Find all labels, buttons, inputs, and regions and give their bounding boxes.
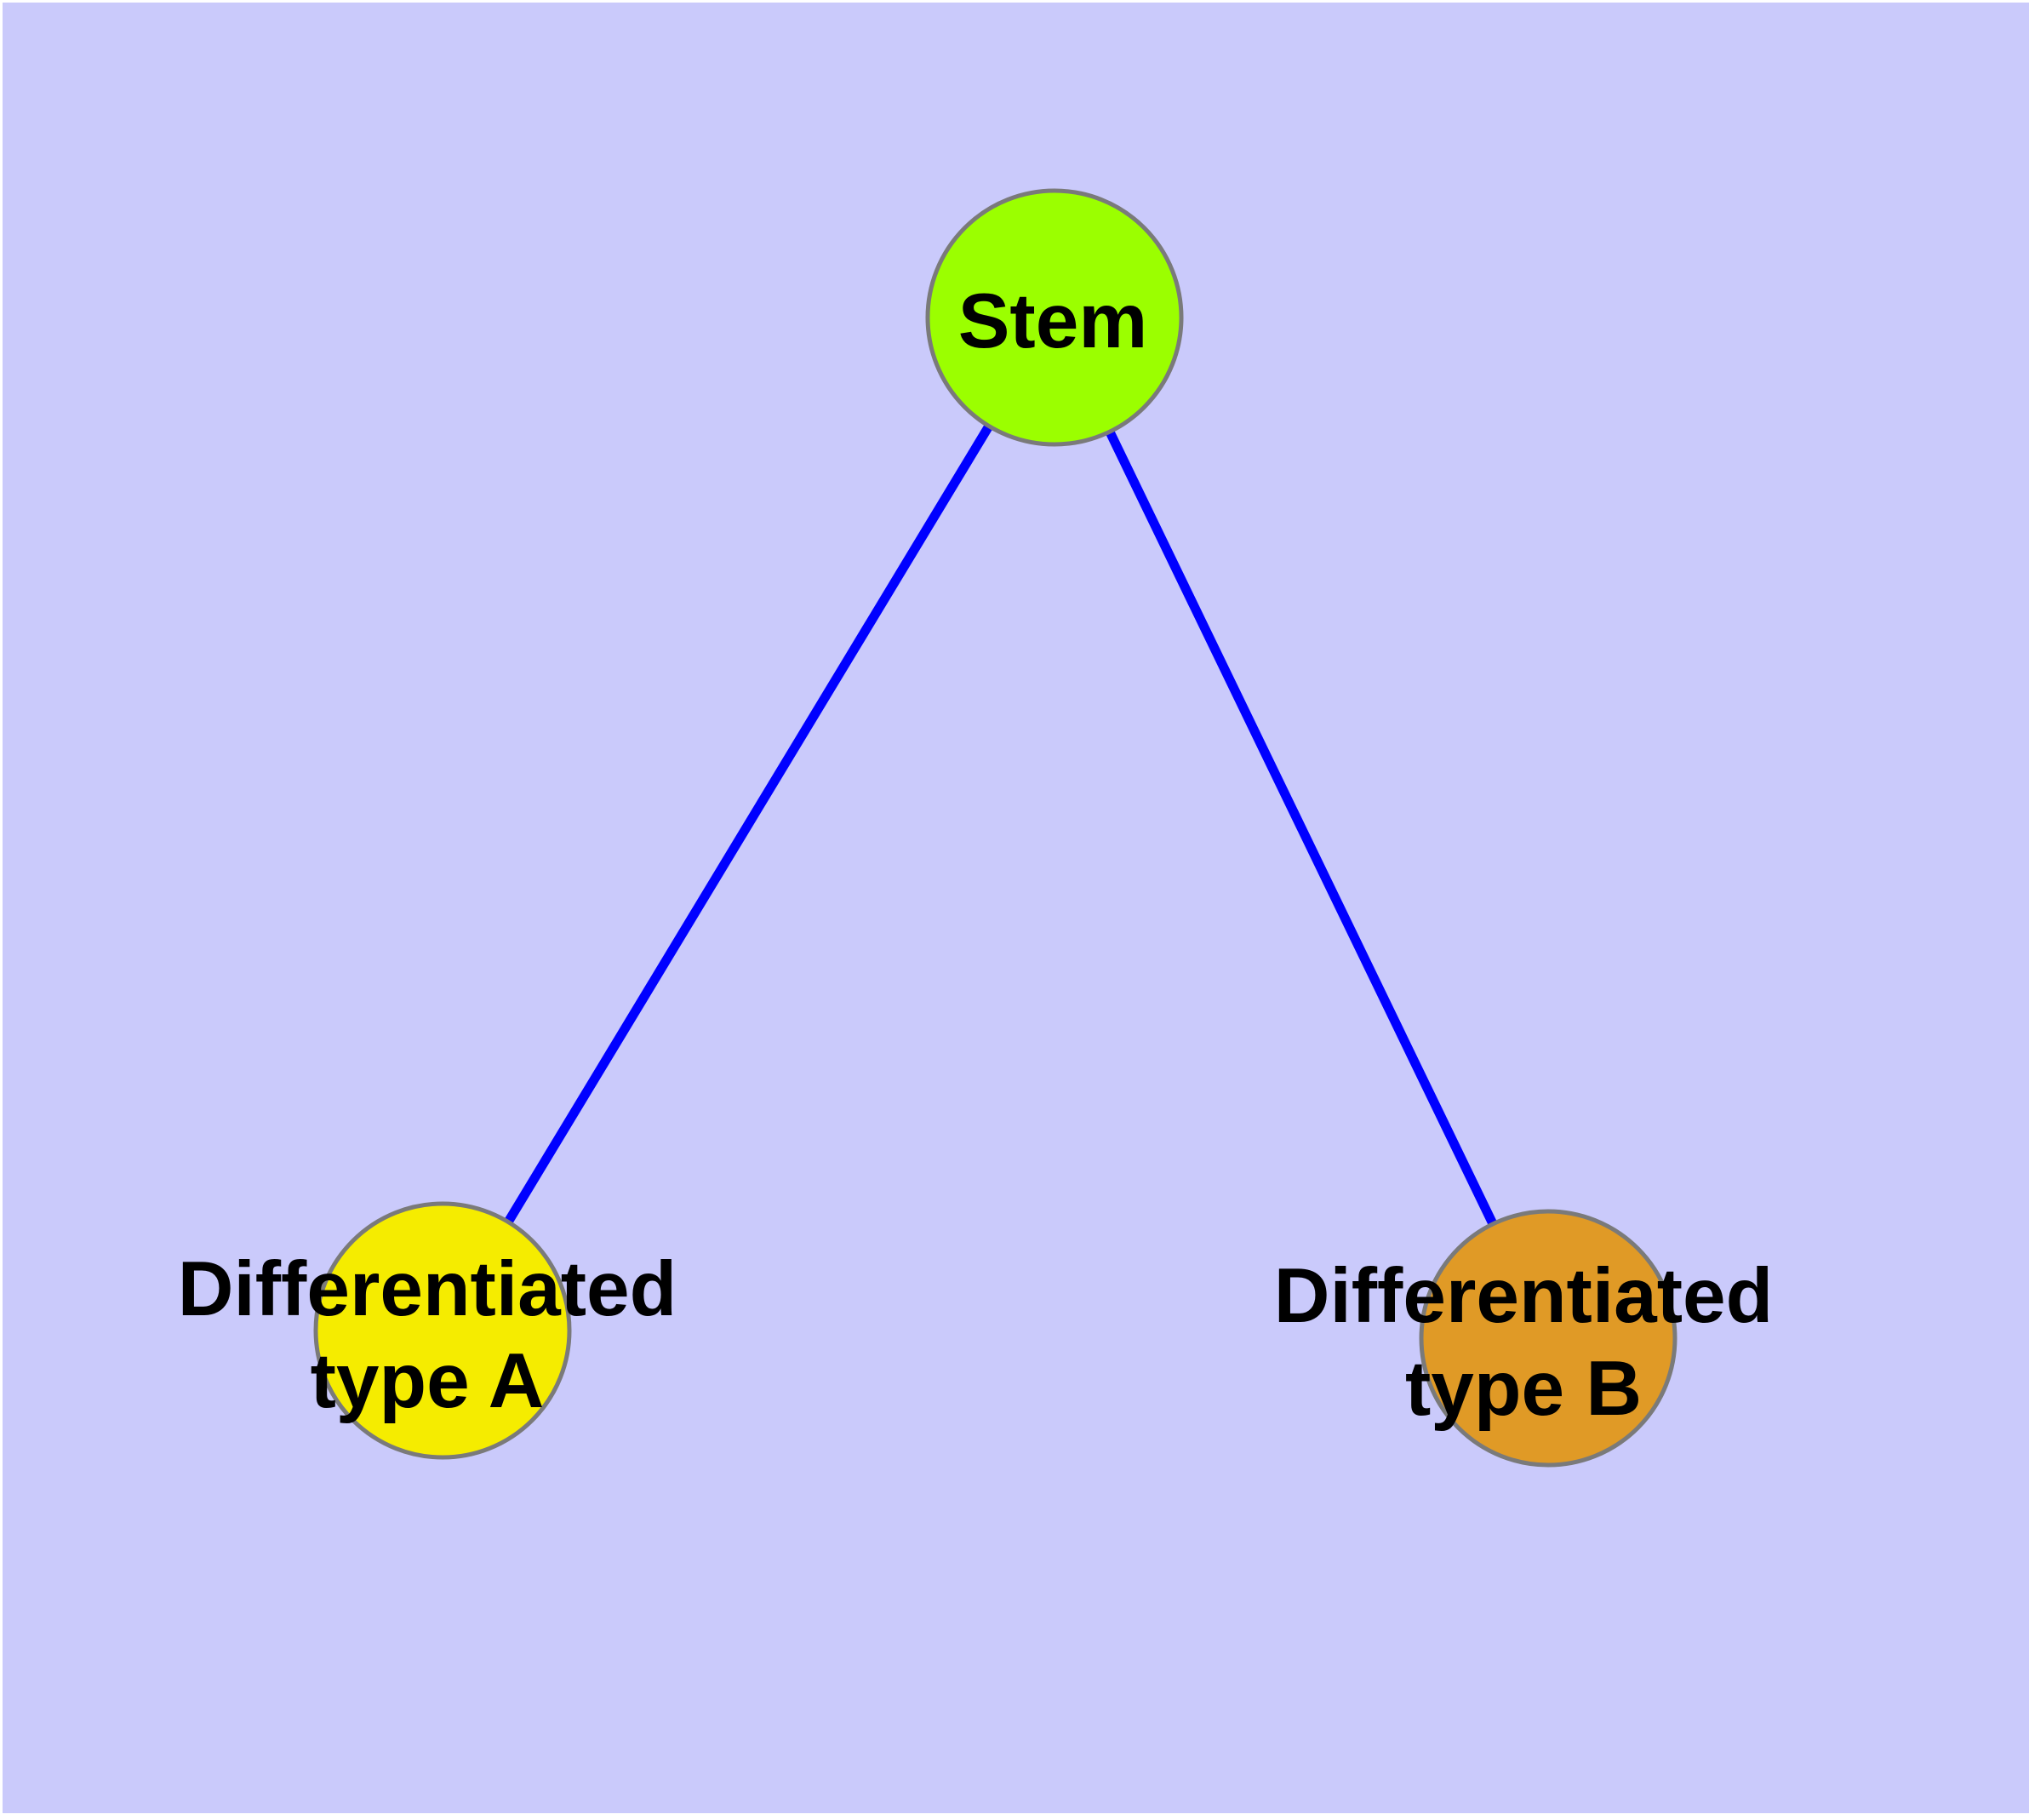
node-type-b-circle — [1419, 1209, 1677, 1468]
node-type-a-label-line1: Differentiated — [178, 1246, 677, 1332]
node-type-b-label-line1: Differentiated — [1274, 1253, 1774, 1339]
node-type-a-circle — [313, 1201, 572, 1460]
node-stem-circle — [925, 188, 1184, 447]
edge-stem-to-type-b — [1050, 315, 1552, 1341]
node-type-b-label-line2: type B — [1405, 1346, 1642, 1432]
edge-stem-to-type-a — [438, 315, 1059, 1333]
node-type-a-label-line2: type A — [311, 1338, 545, 1424]
node-stem-label: Stem — [958, 278, 1148, 364]
